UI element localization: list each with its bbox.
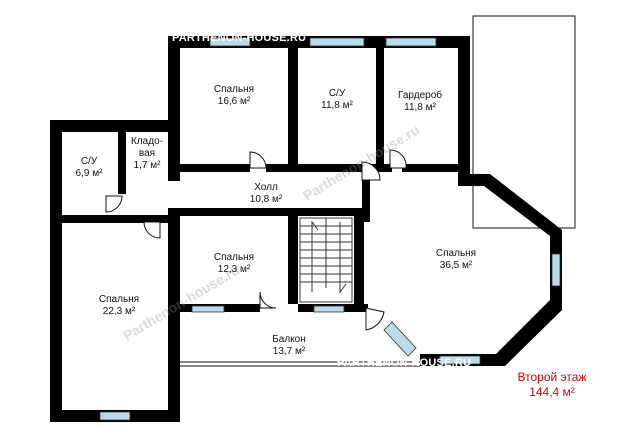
windows	[99, 37, 561, 421]
watermark-bottom: PARTHENON-HOUSE.RU	[337, 357, 472, 369]
floor-caption: Второй этаж 144,4 м²	[497, 370, 607, 400]
balcony-railing	[180, 361, 420, 367]
interior-walls	[62, 48, 460, 312]
staircase	[299, 217, 353, 303]
watermark-top: PARTHENON-HOUSE.RU	[172, 32, 307, 44]
terrace-outline	[472, 15, 576, 229]
door-swings	[105, 149, 407, 331]
floor-total-area: 144,4 м²	[529, 385, 575, 399]
floor-title: Второй этаж	[517, 370, 587, 384]
